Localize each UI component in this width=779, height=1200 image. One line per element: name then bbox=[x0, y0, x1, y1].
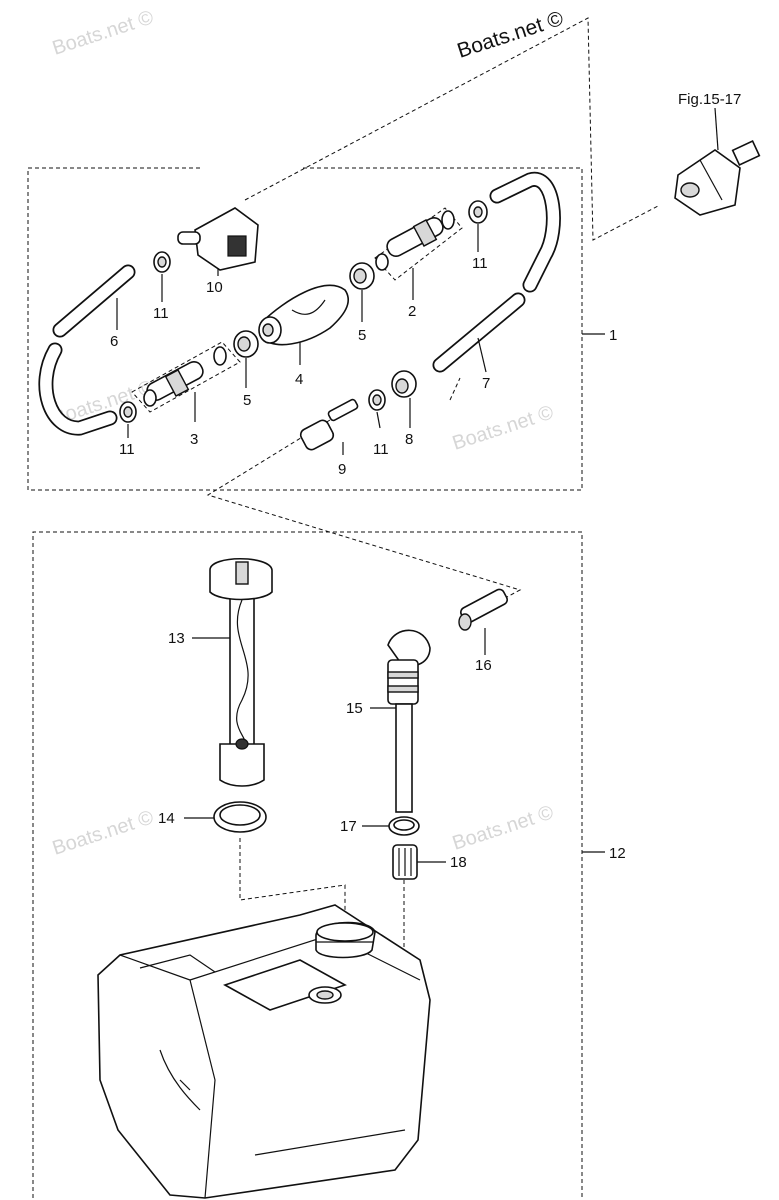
part-16-fitting bbox=[458, 588, 508, 631]
part-3-check-valve bbox=[131, 341, 241, 413]
connection-line bbox=[449, 377, 461, 401]
connection-line bbox=[239, 838, 346, 925]
part-4-primer-bulb bbox=[258, 284, 349, 346]
part-11-clamp bbox=[119, 401, 137, 423]
watermark: Boats.net © bbox=[50, 806, 157, 859]
connection-line bbox=[244, 17, 661, 241]
part-11-clamp bbox=[468, 200, 488, 224]
tank-neck-ring bbox=[315, 921, 376, 959]
callout-10: 10 bbox=[206, 279, 223, 296]
watermark: Boats.net © bbox=[450, 401, 557, 454]
callout-1: 1 bbox=[609, 327, 617, 344]
callout-3: 3 bbox=[190, 431, 198, 448]
callout-18: 18 bbox=[450, 854, 467, 871]
callout-12: 12 bbox=[609, 845, 626, 862]
part-15-pickup-tube bbox=[387, 629, 431, 813]
part-11-clamp bbox=[368, 389, 386, 411]
engine-fuel-connector bbox=[674, 140, 761, 216]
callout-6: 6 bbox=[110, 333, 118, 350]
part-5-collar bbox=[233, 330, 259, 358]
callout-17: 17 bbox=[340, 818, 357, 835]
callout-11: 11 bbox=[472, 255, 488, 272]
callout-14: 14 bbox=[158, 810, 175, 827]
watermark: Boats.net © bbox=[450, 801, 557, 854]
callout-2: 2 bbox=[408, 303, 416, 320]
brand-text: Boats.net © bbox=[454, 7, 566, 63]
callout-11: 11 bbox=[153, 305, 169, 322]
callout-5: 5 bbox=[243, 392, 251, 409]
callout-11: 11 bbox=[373, 441, 389, 458]
callout-15: 15 bbox=[346, 700, 363, 717]
part-5-collar bbox=[349, 262, 375, 290]
part-9-tank-connector bbox=[299, 398, 359, 451]
part-13-fuel-gauge bbox=[209, 557, 273, 787]
fuel-tank bbox=[97, 904, 431, 1199]
fuel-line-assembly-box bbox=[27, 167, 583, 491]
leader-line bbox=[376, 411, 381, 429]
leader-line bbox=[477, 337, 487, 373]
part-14-o-ring bbox=[213, 801, 267, 833]
callout-11: 11 bbox=[119, 441, 135, 458]
callout-13: 13 bbox=[168, 630, 185, 647]
part-11-clamp bbox=[153, 251, 171, 273]
callout-4: 4 bbox=[295, 371, 303, 388]
part-8-collar bbox=[391, 370, 417, 398]
hose-7 bbox=[432, 292, 526, 373]
figure-reference: Fig.15-17 bbox=[678, 91, 741, 108]
part-17-o-ring bbox=[388, 816, 420, 836]
part-10-connector bbox=[177, 207, 259, 271]
hose-upper-right bbox=[489, 171, 561, 293]
part-2-check-valve bbox=[374, 207, 463, 281]
hose-6 bbox=[38, 264, 136, 436]
watermark: Boats.net © bbox=[50, 6, 157, 59]
leader-line bbox=[714, 107, 719, 151]
connection-line bbox=[206, 419, 522, 599]
callout-5: 5 bbox=[358, 327, 366, 344]
part-18-filter bbox=[392, 844, 418, 880]
callout-16: 16 bbox=[475, 657, 492, 674]
callout-9: 9 bbox=[338, 461, 346, 478]
fuel-tank-assembly-box bbox=[32, 531, 583, 1198]
callout-7: 7 bbox=[482, 375, 490, 392]
callout-8: 8 bbox=[405, 431, 413, 448]
